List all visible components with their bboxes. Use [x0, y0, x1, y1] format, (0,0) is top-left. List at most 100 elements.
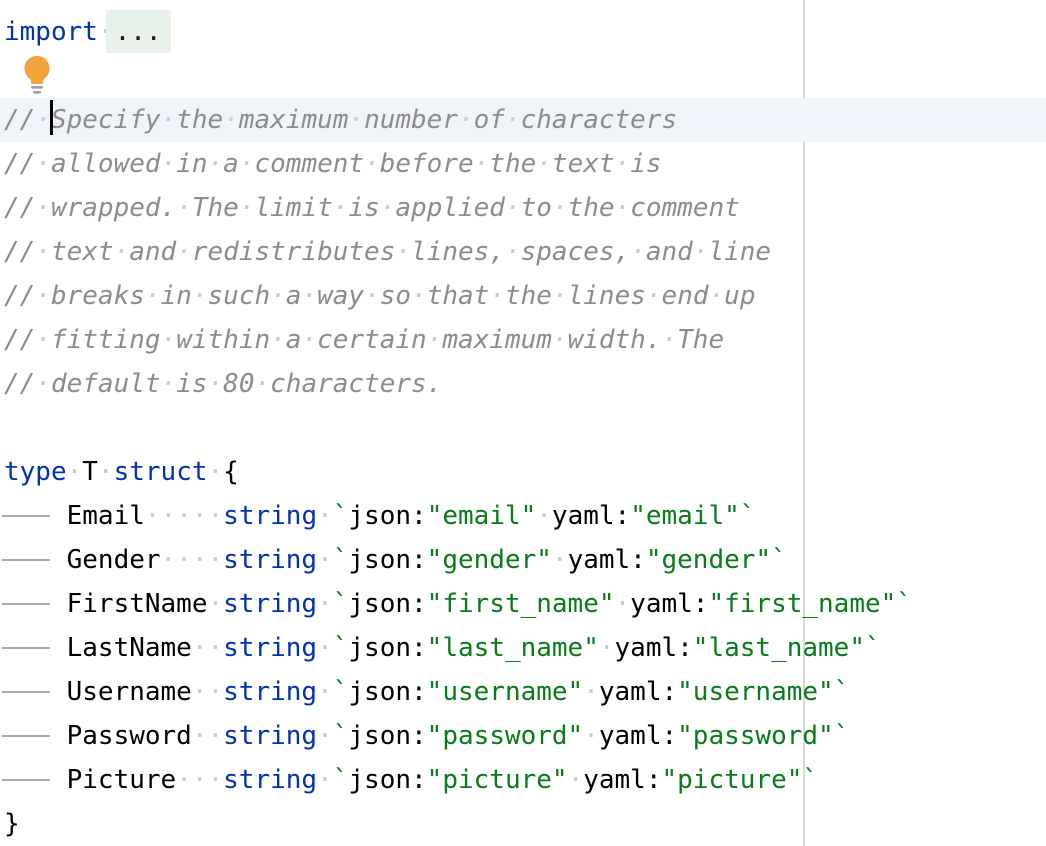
field-name: Username··	[66, 677, 224, 707]
whitespace-dot: ·	[160, 325, 177, 355]
whitespace-dot: ·	[504, 237, 521, 267]
whitespace-dot: ·	[379, 193, 396, 223]
comment-line[interactable]: //·breaks·in·such·a·way·so·that·the·line…	[0, 274, 1046, 318]
tab-indent-guide	[2, 582, 67, 626]
code-token: `	[332, 677, 349, 707]
whitespace-dot: ·	[191, 501, 208, 531]
whitespace-dot: ·	[364, 149, 380, 179]
whitespace-dot: ·	[66, 457, 83, 487]
struct-declaration-line[interactable]: type·T·struct·{	[0, 450, 1046, 494]
whitespace-dot: ·	[191, 281, 208, 311]
whitespace-dot: ·	[317, 589, 333, 619]
whitespace-dot: ·	[536, 501, 552, 531]
field-type: string	[223, 545, 318, 575]
tag-value: "password"	[677, 721, 834, 751]
code-token: `	[739, 501, 756, 531]
whitespace-dot: ·	[254, 369, 271, 399]
whitespace-dot: ·	[176, 501, 192, 531]
struct-field-line[interactable]: Picture···string·`json:"picture"·yaml:"p…	[0, 758, 1046, 802]
code-token: ·	[583, 677, 599, 707]
whitespace-dot: ·	[473, 149, 490, 179]
whitespace-dot: ·	[35, 105, 51, 135]
whitespace-dot: ·	[113, 237, 130, 267]
whitespace-dot: ·	[317, 545, 333, 575]
whitespace-dot: ·	[207, 721, 224, 751]
code-token: `	[771, 545, 787, 575]
code-token: ·	[98, 457, 114, 487]
close-brace-line[interactable]: }	[0, 802, 1046, 846]
tag-value: "last_name"	[692, 633, 865, 663]
whitespace-dot: ·	[301, 281, 318, 311]
comment-line[interactable]: //·Specify·the·maximum·number·of·charact…	[0, 98, 1046, 142]
comment-line[interactable]: //·wrapped.·The·limit·is·applied·to·the·…	[0, 186, 1046, 230]
field-name: Picture···	[66, 765, 224, 795]
tag-value: "password"	[426, 721, 584, 751]
code-token: ·	[317, 765, 333, 795]
whitespace-dot: ·	[207, 545, 224, 575]
struct-field-line[interactable]: Email·····string·`json:"email"·yaml:"ema…	[0, 494, 1046, 538]
whitespace-dot: ·	[551, 193, 568, 223]
whitespace-dot: ·	[270, 325, 286, 355]
whitespace-dot: ·	[207, 677, 224, 707]
tag-value: "email"	[426, 501, 537, 531]
whitespace-dot: ·	[35, 237, 51, 267]
whitespace-dot: ·	[583, 721, 599, 751]
keyword-struct: struct	[113, 457, 208, 487]
comment-token: //·text·and·redistributes·lines,·spaces,…	[4, 237, 772, 267]
whitespace-dot: ·	[504, 105, 521, 135]
whitespace-dot: ·	[457, 105, 474, 135]
struct-field-line[interactable]: Password··string·`json:"password"·yaml:"…	[0, 714, 1046, 758]
intention-bulb-icon[interactable]	[22, 54, 52, 98]
code-token: `	[833, 721, 850, 751]
comment-token: //·fitting·within·a·certain·maximum·widt…	[4, 325, 725, 355]
code-token: `	[896, 589, 912, 619]
tag-key: yaml:	[598, 677, 678, 707]
code-token: ·	[317, 545, 333, 575]
code-token: ·	[317, 589, 333, 619]
whitespace-dot: ·	[692, 237, 709, 267]
whitespace-dot: ·	[411, 281, 427, 311]
tag-key: json:	[348, 633, 427, 663]
field-name: FirstName·	[66, 589, 224, 619]
tab-indent-guide	[2, 494, 67, 538]
tab-indent-guide	[2, 758, 67, 802]
tag-value: "gender"	[645, 545, 772, 575]
folded-imports[interactable]: ...	[105, 10, 171, 53]
whitespace-dot: ·	[144, 281, 161, 311]
whitespace-dot: ·	[708, 281, 725, 311]
intention-bulb-line[interactable]	[0, 54, 1046, 98]
tab-indent-guide	[2, 714, 67, 758]
tag-key: yaml:	[567, 545, 646, 575]
blank-line[interactable]	[0, 406, 1046, 450]
whitespace-dot: ·	[223, 105, 239, 135]
comment-line[interactable]: //·allowed·in·a·comment·before·the·text·…	[0, 142, 1046, 186]
comment-line[interactable]: //·fitting·within·a·certain·maximum·widt…	[0, 318, 1046, 362]
code-token: ·	[536, 501, 552, 531]
code-token: ·	[552, 545, 568, 575]
struct-field-line[interactable]: LastName··string·`json:"last_name"·yaml:…	[0, 626, 1046, 670]
whitespace-dot: ·	[348, 105, 365, 135]
whitespace-dot: ·	[35, 369, 51, 399]
tag-key: yaml:	[583, 765, 662, 795]
comment-line[interactable]: //·default·is·80·characters.	[0, 362, 1046, 406]
whitespace-dot: ·	[614, 589, 631, 619]
tag-key: yaml:	[551, 501, 631, 531]
struct-field-line[interactable]: Username··string·`json:"username"·yaml:"…	[0, 670, 1046, 714]
whitespace-dot: ·	[364, 281, 380, 311]
import-line[interactable]: import·...	[0, 10, 1046, 54]
tag-key: yaml:	[598, 721, 678, 751]
whitespace-dot: ·	[160, 105, 177, 135]
comment-line[interactable]: //·text·and·redistributes·lines,·spaces,…	[0, 230, 1046, 274]
whitespace-dot: ·	[332, 193, 349, 223]
whitespace-dot: ·	[614, 149, 631, 179]
whitespace-dot: ·	[207, 149, 224, 179]
code-token: ·	[583, 721, 599, 751]
struct-field-line[interactable]: FirstName·string·`json:"first_name"·yaml…	[0, 582, 1046, 626]
whitespace-dot: ·	[598, 633, 615, 663]
comment-token: //·	[4, 105, 51, 135]
whitespace-dot: ·	[191, 545, 208, 575]
field-name: Password··	[66, 721, 224, 751]
struct-field-line[interactable]: Gender····string·`json:"gender"·yaml:"ge…	[0, 538, 1046, 582]
